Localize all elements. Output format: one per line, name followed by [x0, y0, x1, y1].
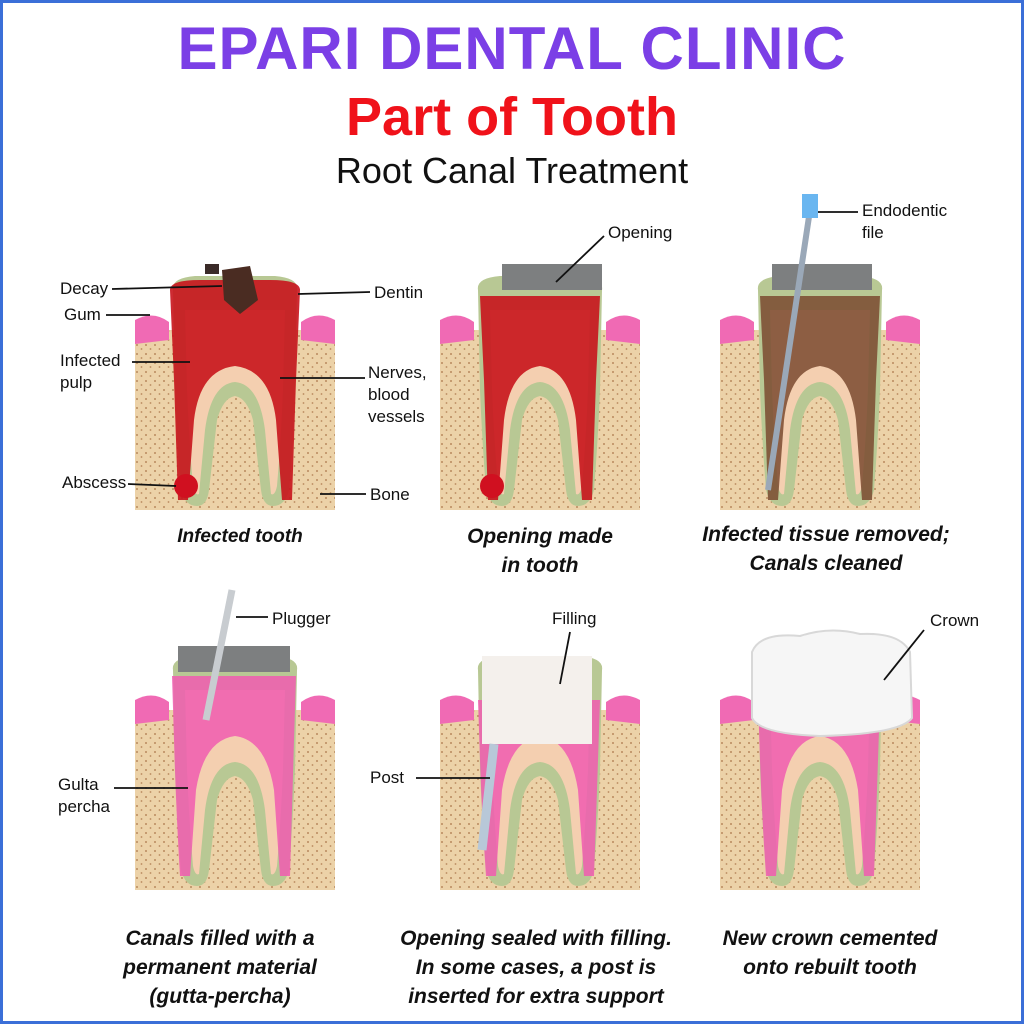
label-endodontic-file: Endodentic file — [862, 201, 948, 242]
label-filling: Filling — [552, 609, 597, 628]
label-infected-pulp: Infected pulp — [60, 351, 121, 392]
label-crown: Crown — [930, 611, 980, 630]
leader-lines — [106, 211, 925, 789]
label-dentin: Dentin — [374, 283, 424, 302]
panel-canals-cleaned — [720, 194, 920, 510]
caption-filled-canals: Canals filled with a permanent material … — [123, 927, 317, 1008]
panel-infected-tooth — [135, 264, 335, 510]
diagram-subtitle: Part of Tooth — [346, 87, 678, 147]
label-gutta-percha: Gulta percha — [58, 775, 110, 816]
label-decay: Decay — [60, 279, 109, 298]
panel-opening-made — [440, 264, 640, 510]
caption-infected-tooth: Infected tooth — [177, 526, 303, 547]
label-plugger: Plugger — [272, 609, 331, 628]
clinic-name: EPARI DENTAL CLINIC — [177, 15, 847, 82]
caption-filling-post: Opening sealed with filling. In some cas… — [400, 927, 672, 1008]
label-bone: Bone — [370, 485, 410, 504]
caption-opening-made: Opening made in tooth — [467, 525, 613, 577]
label-post: Post — [370, 768, 405, 787]
caption-new-crown: New crown cemented onto rebuilt tooth — [722, 927, 938, 979]
label-gum: Gum — [64, 305, 101, 324]
panel-filling-post — [440, 656, 640, 890]
diagram-topic: Root Canal Treatment — [335, 150, 689, 191]
label-opening: Opening — [608, 223, 673, 242]
panel-crown — [720, 629, 920, 890]
panel-filled-canals — [135, 589, 335, 890]
label-abscess: Abscess — [62, 473, 127, 492]
label-nerves-blood-vessels: Nerves, blood vessels — [368, 363, 427, 426]
caption-canals-cleaned: Infected tissue removed; Canals cleaned — [702, 523, 950, 575]
